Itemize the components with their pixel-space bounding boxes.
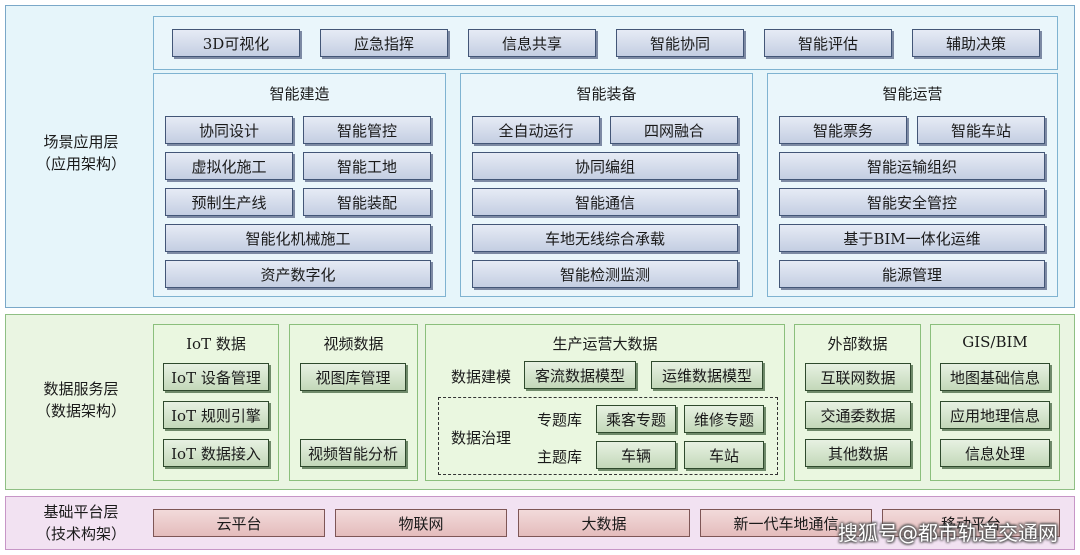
group-title: 外部数据 <box>827 335 888 353</box>
group-external-data: 外部数据 互联网数据 交通委数据 其他数据 <box>794 324 921 481</box>
cell: 资产数字化 <box>165 260 431 288</box>
cell: 智能安全管控 <box>779 188 1045 216</box>
cell: 协同设计 <box>165 116 293 144</box>
group-smart-equipment: 智能装备 全自动运行 四网融合 协同编组 智能通信 车地无线综合承载 智能检测监… <box>460 73 753 297</box>
cell: 智能通信 <box>472 188 738 216</box>
cell: 视图库管理 <box>300 363 406 391</box>
cell: 互联网数据 <box>805 363 911 391</box>
base-layer-label-line2: （技术构架） <box>35 525 126 543</box>
group-video-data: 视频数据 视图库管理 视频智能分析 <box>289 324 418 481</box>
cell: IoT 设备管理 <box>163 363 269 391</box>
cell: 智能车站 <box>917 116 1045 144</box>
data-layer-label: 数据服务层 （数据架构） <box>6 378 156 422</box>
subject-label: 主题库 <box>537 448 583 466</box>
cell: 智能化机械施工 <box>165 224 431 252</box>
top-item-decision: 辅助决策 <box>912 29 1040 57</box>
platform-bigdata: 大数据 <box>518 509 690 537</box>
base-layer-label-line1: 基础平台层 <box>43 503 119 521</box>
cell: 地图基础信息 <box>940 363 1050 391</box>
platform-mobile: 移动平台 <box>882 509 1060 537</box>
data-service-layer: 数据服务层 （数据架构） IoT 数据 IoT 设备管理 IoT 规则引擎 Io… <box>5 314 1075 490</box>
group-title: GIS/BIM <box>962 333 1028 351</box>
cell: IoT 数据接入 <box>163 439 269 467</box>
data-layer-label-line2: （数据架构） <box>35 402 126 420</box>
cell: 智能工地 <box>303 152 431 180</box>
cell: 车站 <box>684 441 764 469</box>
watermark: 搜狐号@都市轨道交通网 <box>838 521 1058 545</box>
cell: 交通委数据 <box>805 401 911 429</box>
governance-box <box>438 397 778 475</box>
cell: 智能检测监测 <box>472 260 738 288</box>
cell: 智能管控 <box>303 116 431 144</box>
cell: 协同编组 <box>472 152 738 180</box>
top-item-emergency: 应急指挥 <box>320 29 448 57</box>
group-title: 智能装备 <box>576 85 637 103</box>
cell: 智能票务 <box>779 116 907 144</box>
cell: 乘客专题 <box>596 405 676 433</box>
cell: 客流数据模型 <box>524 361 636 389</box>
cell: 应用地理信息 <box>940 401 1050 429</box>
data-layer-label-line1: 数据服务层 <box>43 380 119 398</box>
topic-label: 专题库 <box>537 411 583 429</box>
cell: 运维数据模型 <box>651 361 763 389</box>
cell: 车地无线综合承载 <box>472 224 738 252</box>
group-title: 智能建造 <box>269 85 330 103</box>
cell: 预制生产线 <box>165 188 293 216</box>
governance-label: 数据治理 <box>451 429 512 447</box>
group-title: 视频数据 <box>323 335 384 353</box>
scene-layer-label-line2: （应用架构） <box>35 155 126 173</box>
cell: 能源管理 <box>779 260 1045 288</box>
scene-layer-label: 场景应用层 （应用架构） <box>6 131 156 175</box>
platform-iot: 物联网 <box>335 509 507 537</box>
group-title: 智能运营 <box>882 85 943 103</box>
group-operation-bigdata: 生产运营大数据 数据建模 客流数据模型 运维数据模型 数据治理 专题库 乘客专题… <box>425 324 785 481</box>
group-smart-operation: 智能运营 智能票务 智能车站 智能运输组织 智能安全管控 基于BIM一体化运维 … <box>767 73 1058 297</box>
group-gis-bim: GIS/BIM 地图基础信息 应用地理信息 信息处理 <box>930 324 1060 481</box>
cell: 四网融合 <box>610 116 738 144</box>
cell: 基于BIM一体化运维 <box>779 224 1045 252</box>
cell: 智能装配 <box>303 188 431 216</box>
cell: 其他数据 <box>805 439 911 467</box>
platform-comm: 新一代车地通信 <box>700 509 872 537</box>
group-title: IoT 数据 <box>186 335 246 353</box>
top-item-3d: 3D可视化 <box>172 29 300 57</box>
cell: 视频智能分析 <box>300 439 406 467</box>
base-platform-layer: 基础平台层 （技术构架） 云平台 物联网 大数据 新一代车地通信 移动平台 <box>5 496 1075 550</box>
group-iot-data: IoT 数据 IoT 设备管理 IoT 规则引擎 IoT 数据接入 <box>153 324 279 481</box>
platform-cloud: 云平台 <box>153 509 325 537</box>
cell: 维修专题 <box>684 405 764 433</box>
scene-application-layer: 场景应用层 （应用架构） 3D可视化 应急指挥 信息共享 智能协同 智能评估 辅… <box>5 5 1075 308</box>
top-item-eval: 智能评估 <box>764 29 892 57</box>
cell: 全自动运行 <box>472 116 600 144</box>
scene-top-row: 3D可视化 应急指挥 信息共享 智能协同 智能评估 辅助决策 <box>153 16 1058 70</box>
base-layer-label: 基础平台层 （技术构架） <box>6 501 156 545</box>
group-smart-construction: 智能建造 协同设计 智能管控 虚拟化施工 智能工地 预制生产线 智能装配 智能化… <box>153 73 446 297</box>
top-item-sharing: 信息共享 <box>468 29 596 57</box>
cell: 智能运输组织 <box>779 152 1045 180</box>
modeling-label: 数据建模 <box>451 368 512 386</box>
cell: IoT 规则引擎 <box>163 401 269 429</box>
top-item-collab: 智能协同 <box>616 29 744 57</box>
cell: 虚拟化施工 <box>165 152 293 180</box>
scene-layer-label-line1: 场景应用层 <box>43 133 119 151</box>
cell: 信息处理 <box>940 439 1050 467</box>
cell: 车辆 <box>596 441 676 469</box>
group-title: 生产运营大数据 <box>552 335 658 353</box>
